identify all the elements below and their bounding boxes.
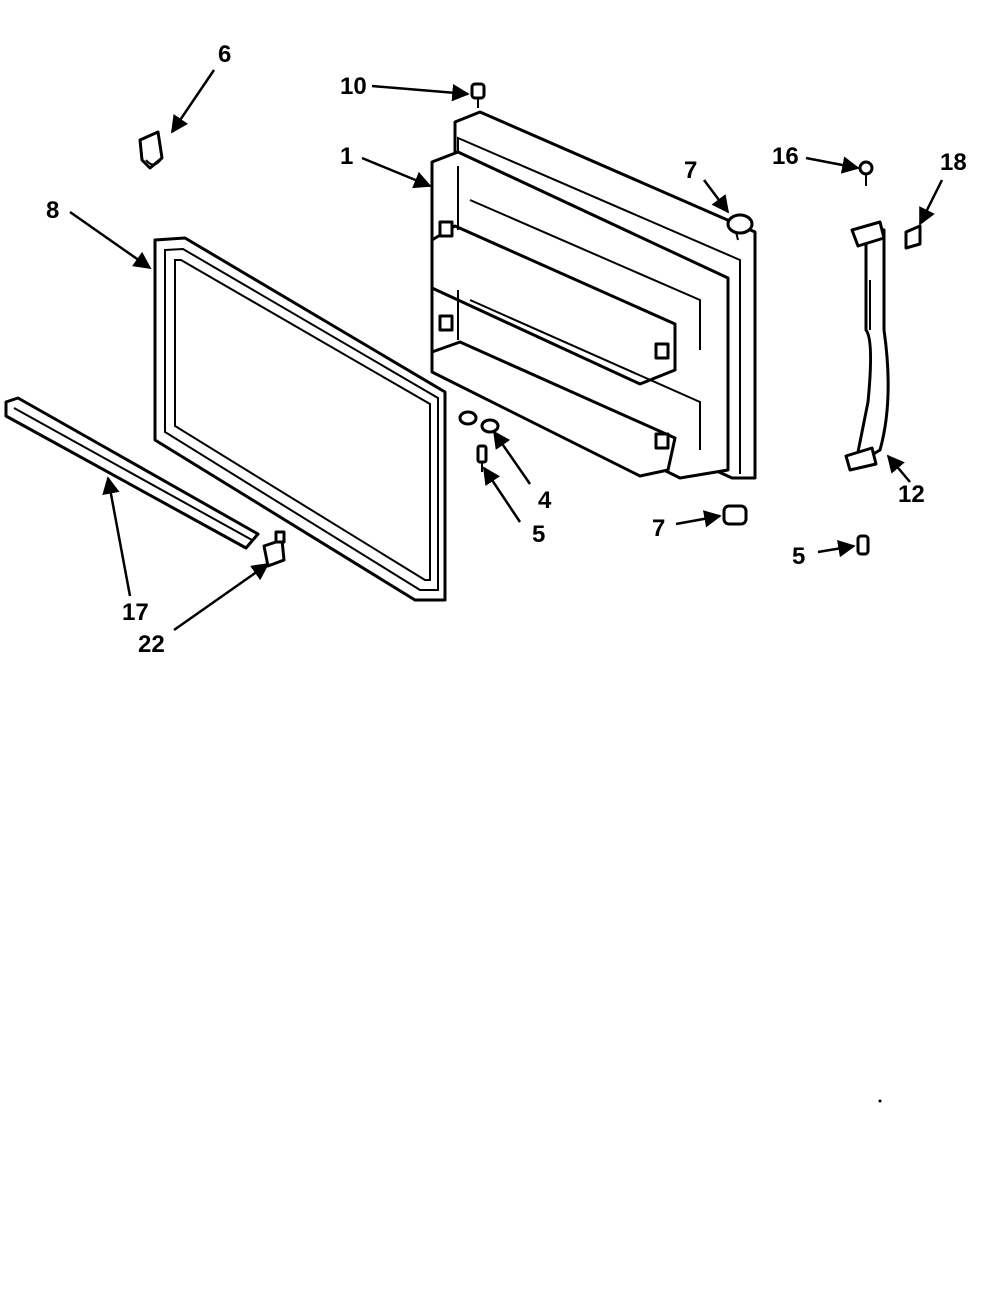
callout-17: 17	[122, 599, 149, 626]
part-7-top-cap	[726, 213, 754, 241]
part-8-gasket	[153, 236, 447, 602]
callout-8: 8	[46, 197, 59, 224]
callout-12: 12	[898, 481, 925, 508]
part-1-door-liner	[430, 110, 757, 480]
callout-7-top: 7	[684, 157, 697, 184]
callout-1: 1	[340, 143, 353, 170]
part-16-screw	[858, 160, 874, 186]
leader-lines	[69, 69, 944, 632]
part-5-mid-screw	[476, 444, 488, 472]
callout-labels: 6 10 1 7 16 18 8 4 5 7 12 5 17 22	[46, 41, 967, 658]
callout-4: 4	[538, 487, 552, 514]
part-6-bracket	[138, 130, 164, 170]
part-22-end-cap	[262, 530, 286, 568]
part-12-handle	[844, 220, 890, 472]
callout-18: 18	[940, 149, 967, 176]
callout-10: 10	[340, 73, 367, 100]
part-5-right-screw	[856, 534, 870, 556]
speck	[878, 1099, 882, 1103]
callout-5-right: 5	[792, 543, 805, 570]
callout-5-mid: 5	[532, 521, 545, 548]
part-10-screw	[470, 82, 486, 108]
callout-16: 16	[772, 143, 799, 170]
part-18-clip	[904, 224, 922, 250]
callout-6-top: 6	[218, 41, 231, 68]
callout-7-bottom: 7	[652, 515, 665, 542]
part-7-bottom-cap	[722, 504, 748, 526]
callout-22: 22	[138, 631, 165, 658]
part-17-strip	[4, 396, 260, 550]
part-4-hinge-bushing	[458, 410, 500, 434]
